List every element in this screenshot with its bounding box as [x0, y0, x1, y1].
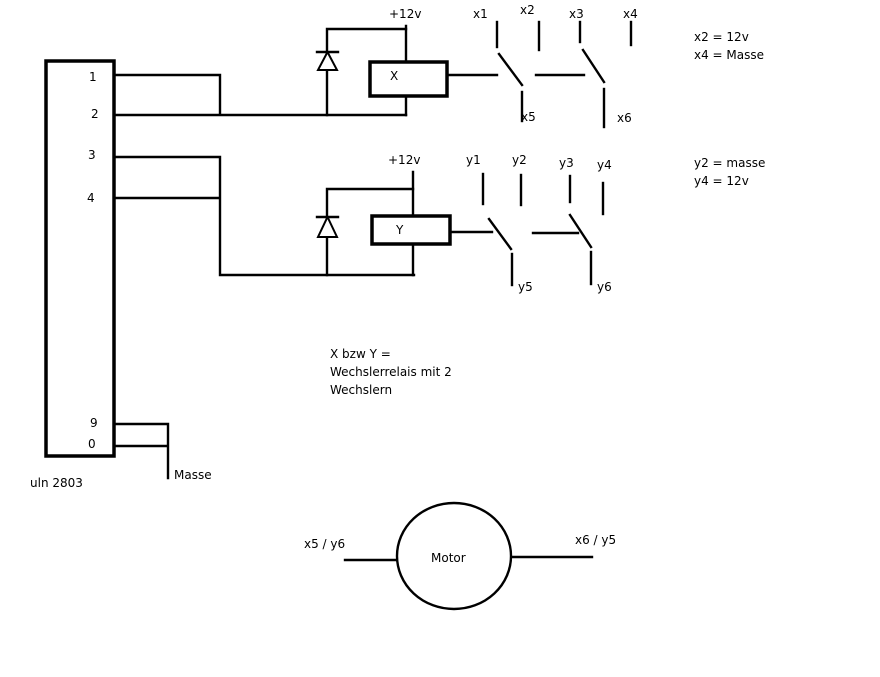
relay-y-armature: [449, 230, 580, 235]
ic-pin-9: 9: [90, 416, 98, 430]
relay-x-note-1: x2 = 12v: [694, 30, 749, 44]
relay-x-diode-wires: [325, 27, 408, 117]
relay-x-contacts: x1 x2 x3 x4 x5 x6: [473, 3, 638, 129]
relay-x-note-2: x4 = Masse: [694, 48, 764, 62]
relay-description: X bzw Y = Wechslerrelais mit 2 Wechslern: [330, 347, 452, 397]
wire-pins-3-4-to-relay-y: [112, 155, 416, 277]
description-line-2: Wechslerrelais mit 2: [330, 365, 452, 379]
description-line-3: Wechslern: [330, 383, 392, 397]
motor-circle: [395, 501, 513, 611]
wire-pins-9-0-to-ground: [112, 422, 170, 480]
contact-y3-label: y3: [559, 156, 574, 170]
relay-y-note-1: y2 = masse: [694, 156, 765, 170]
contact-x6-label: x6: [617, 111, 632, 125]
contact-y4-label: y4: [597, 158, 612, 172]
ic-pin-1: 1: [89, 70, 97, 84]
contact-x2-label: x2: [520, 3, 535, 17]
motor-left-terminal-label: x5 / y6: [304, 537, 345, 551]
ic-label: uln 2803: [30, 476, 83, 490]
relay-y-contacts: y1 y2 y3 y4 y5 y6: [466, 153, 612, 294]
ic-pin-3: 3: [88, 148, 96, 162]
wire-pins-1-2-to-relay-x: [112, 73, 408, 117]
contact-y6-label: y6: [597, 280, 612, 294]
relay-x-notes: x2 = 12v x4 = Masse: [694, 30, 764, 62]
contact-y5-label: y5: [518, 280, 533, 294]
ic-pin-4: 4: [87, 191, 95, 205]
relay-x-label: X: [390, 69, 398, 83]
relay-y-diode-icon: [315, 214, 340, 238]
relay-y-notes: y2 = masse y4 = 12v: [694, 156, 765, 188]
contact-x4-label: x4: [623, 7, 638, 21]
relay-y-coil: [370, 214, 452, 246]
ic-block: [44, 59, 116, 458]
contact-x1-label: x1: [473, 7, 488, 21]
ic-pin-2: 2: [91, 107, 99, 121]
motor-right-terminal-label: x6 / y5: [575, 533, 616, 547]
relay-y-note-2: y4 = 12v: [694, 174, 749, 188]
contact-y1-label: y1: [466, 153, 481, 167]
relay-x-diode-icon: [315, 49, 340, 71]
motor-label: Motor: [431, 551, 466, 565]
relay-y-label: Y: [395, 223, 404, 237]
relay-x-coil: [368, 60, 449, 98]
ground-label: Masse: [174, 468, 212, 482]
contact-y2-label: y2: [512, 153, 527, 167]
contact-x3-label: x3: [569, 7, 584, 21]
relay-y-supply-label: +12v: [388, 153, 420, 167]
contact-x5-label: x5: [521, 110, 536, 124]
ic-pin-0: 0: [88, 437, 96, 451]
relay-x-supply-label: +12v: [389, 7, 421, 21]
description-line-1: X bzw Y =: [330, 347, 391, 361]
